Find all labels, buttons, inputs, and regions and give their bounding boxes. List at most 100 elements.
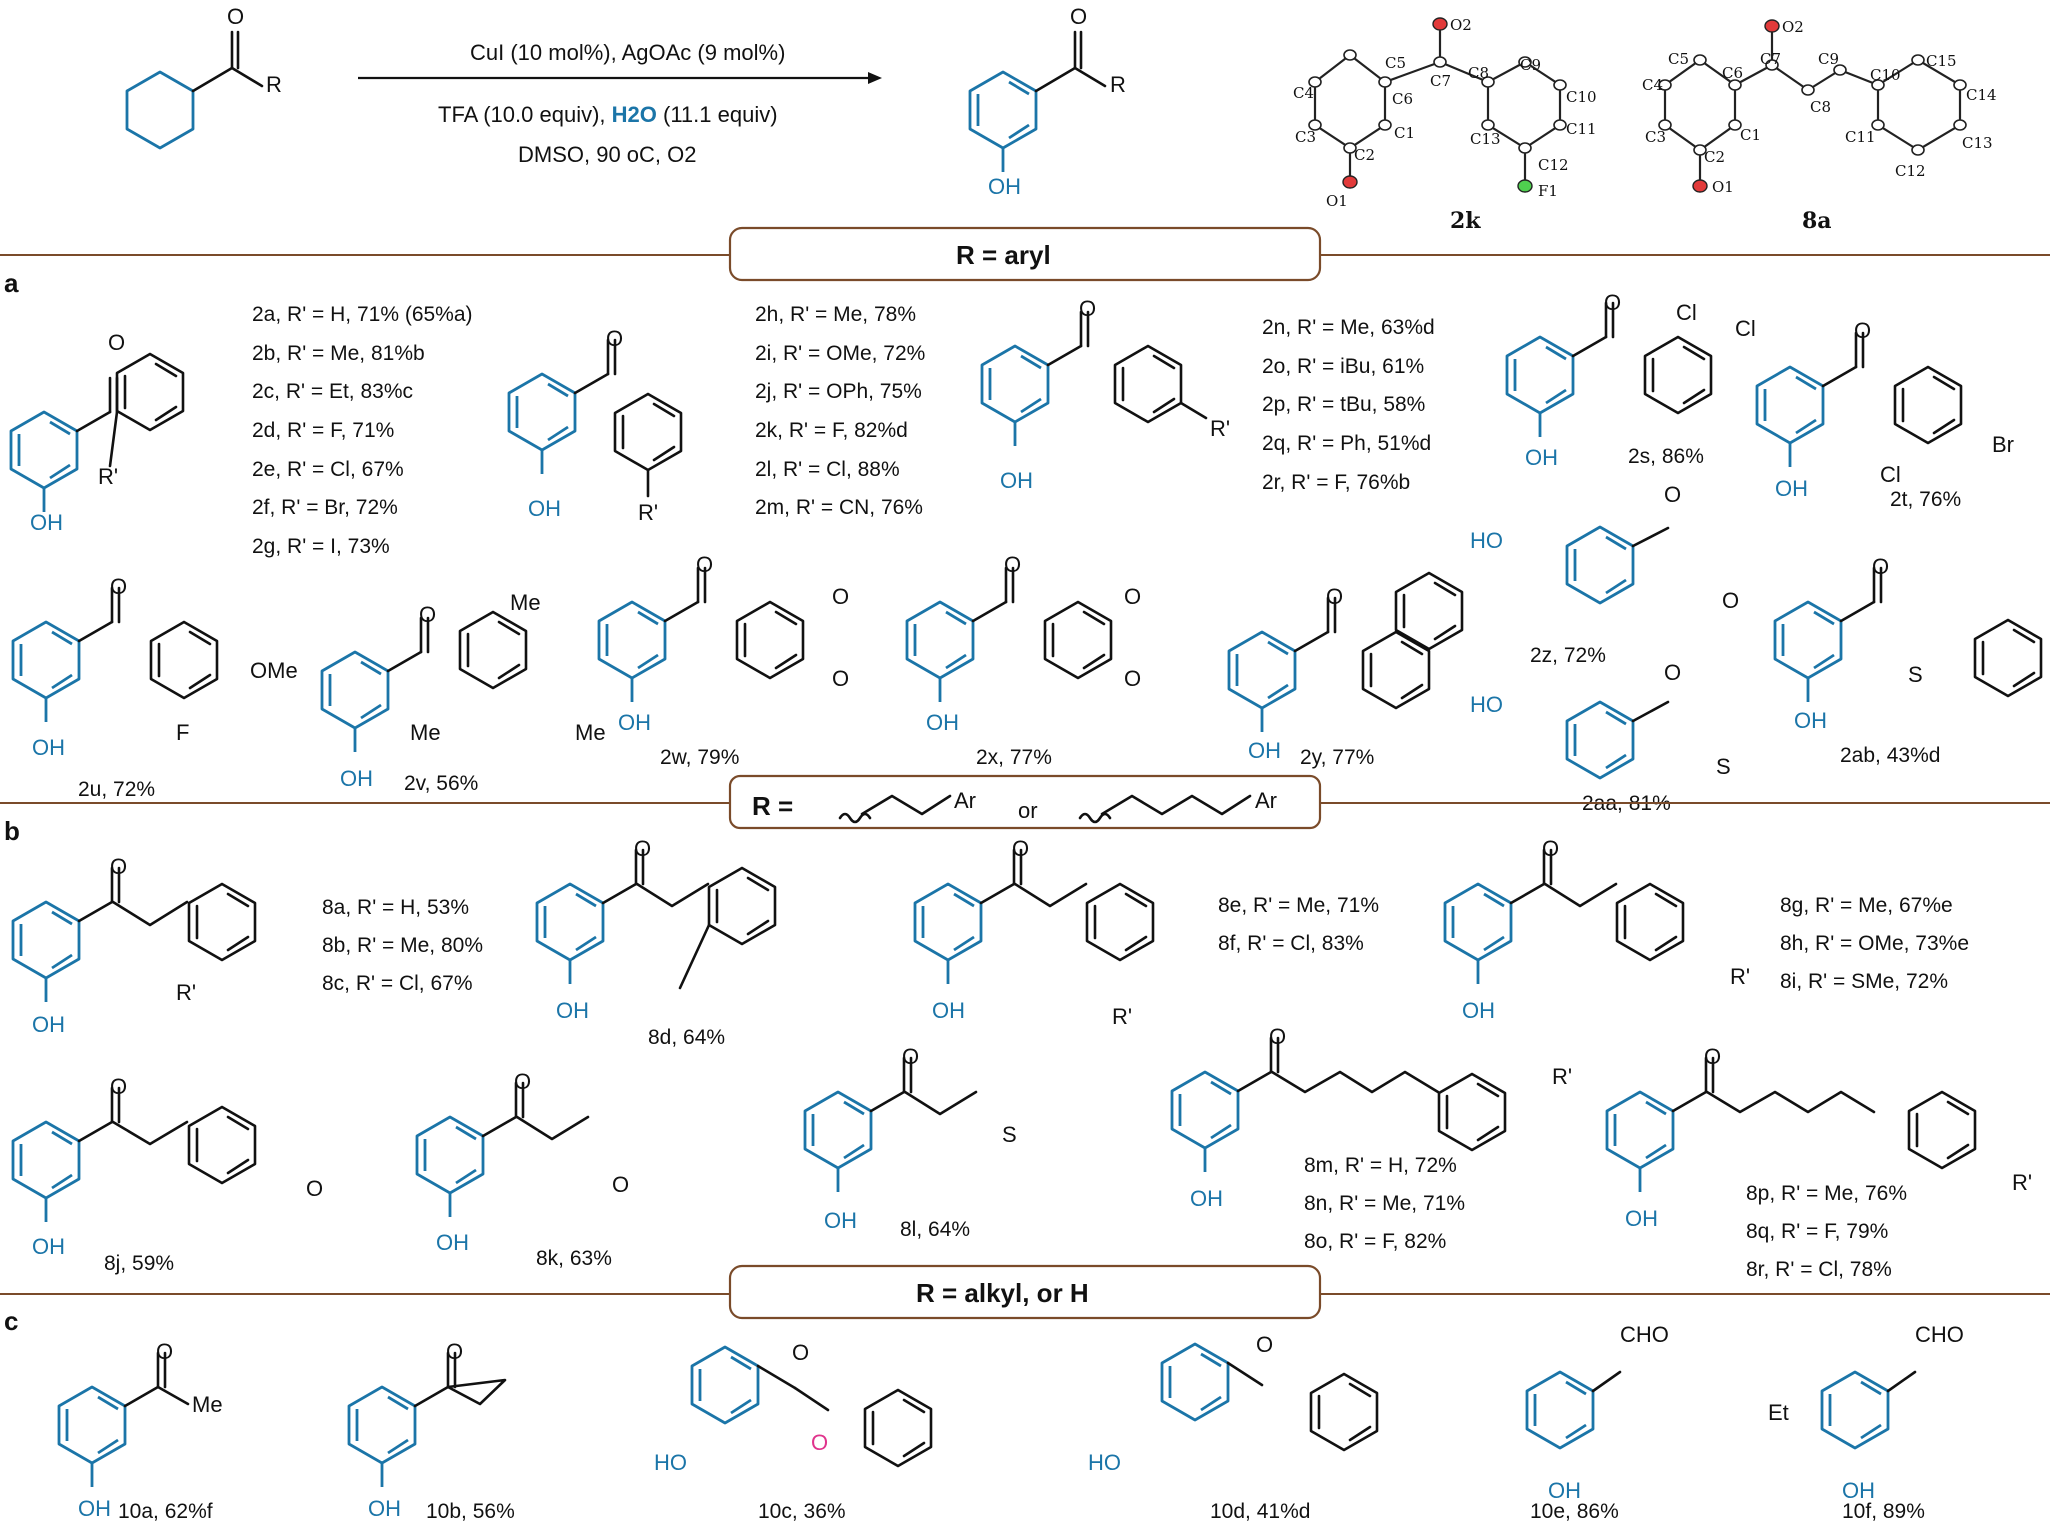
structure-2y: O OH 2y, 77% xyxy=(1229,571,1464,769)
svg-text:O: O xyxy=(156,1339,173,1364)
section-b-divider: R = Ar or Ar b xyxy=(0,774,2050,846)
svg-text:OH: OH xyxy=(1775,476,1808,501)
svg-text:OH: OH xyxy=(1000,468,1033,493)
section-a-banner: R = aryl xyxy=(956,240,1051,270)
svg-text:8o, R' = F, 82%: 8o, R' = F, 82% xyxy=(1304,1230,1446,1253)
conditions-line1: CuI (10 mol%), AgOAc (9 mol%) xyxy=(470,40,785,65)
xray-label-8a: 8a xyxy=(1802,208,1832,234)
svg-text:2i, R' = OMe, 72%: 2i, R' = OMe, 72% xyxy=(755,342,925,365)
svg-text:O: O xyxy=(832,666,849,691)
svg-text:O: O xyxy=(832,584,849,609)
svg-text:8l, 64%: 8l, 64% xyxy=(900,1218,970,1241)
svg-text:2j, R' = OPh, 75%: 2j, R' = OPh, 75% xyxy=(755,380,922,403)
svg-text:R': R' xyxy=(1210,416,1230,441)
svg-text:8i, R' = SMe, 72%: 8i, R' = SMe, 72% xyxy=(1780,970,1948,993)
reactant-R: R xyxy=(266,72,282,97)
atom-O: O xyxy=(227,4,244,29)
svg-text:2v, 56%: 2v, 56% xyxy=(404,772,478,795)
structure-8l: O S OH 8l, 64% xyxy=(805,1044,1017,1241)
structure-2z: HO O O 2z, 72% xyxy=(1470,482,1739,667)
section-a-divider: R = aryl a xyxy=(0,226,2050,298)
svg-text:R': R' xyxy=(176,980,196,1005)
structure-8j: O O OH 8j, 59% xyxy=(13,1074,323,1275)
svg-text:C9: C9 xyxy=(1520,56,1541,74)
svg-text:O: O xyxy=(811,1430,828,1455)
svg-text:OH: OH xyxy=(556,998,589,1023)
svg-text:O: O xyxy=(1124,584,1141,609)
svg-text:Ar: Ar xyxy=(1255,788,1277,813)
atom-O: O xyxy=(1070,4,1087,29)
svg-text:8d, 64%: 8d, 64% xyxy=(648,1026,725,1049)
svg-text:R': R' xyxy=(1552,1064,1572,1089)
svg-text:C6: C6 xyxy=(1722,64,1743,82)
svg-text:C14: C14 xyxy=(1966,86,1997,104)
structure-8d: O OH 8d, 64% xyxy=(537,836,777,1049)
section-c-letter: c xyxy=(4,1306,18,1336)
svg-text:OH: OH xyxy=(368,1496,401,1521)
svg-text:Cl: Cl xyxy=(1735,316,1756,341)
svg-text:2e, R' = Cl, 67%: 2e, R' = Cl, 67% xyxy=(252,458,404,481)
svg-text:2o, R' = iBu, 61%: 2o, R' = iBu, 61% xyxy=(1262,355,1424,378)
product-OH: OH xyxy=(988,174,1021,199)
svg-text:HO: HO xyxy=(654,1450,687,1475)
svg-text:2k, R' = F, 82%d: 2k, R' = F, 82%d xyxy=(755,419,908,442)
structure-2u: O OMe F OH 2u, 72% xyxy=(13,574,298,801)
section-a-letter: a xyxy=(4,268,19,298)
svg-text:O: O xyxy=(792,1340,809,1365)
svg-text:O1: O1 xyxy=(1712,178,1734,196)
svg-text:2m, R' = CN, 76%: 2m, R' = CN, 76% xyxy=(755,496,923,519)
svg-text:2a, R' = H, 71% (65%a): 2a, R' = H, 71% (65%a) xyxy=(252,303,473,326)
svg-text:HO: HO xyxy=(1470,528,1503,553)
svg-text:S: S xyxy=(1002,1122,1017,1147)
svg-text:C4: C4 xyxy=(1293,84,1314,102)
structure-10c: HO O O 10c, 36% xyxy=(654,1340,933,1523)
svg-text:or: or xyxy=(1018,798,1038,823)
svg-text:8e, R' = Me, 71%: 8e, R' = Me, 71% xyxy=(1218,894,1379,917)
svg-text:Me: Me xyxy=(192,1392,223,1417)
svg-text:2x, 77%: 2x, 77% xyxy=(976,746,1052,769)
svg-text:10d, 41%d: 10d, 41%d xyxy=(1210,1500,1310,1523)
structure-8g-8i: O R' OH 8g, R' = Me, 67%e 8h, R' = OMe, … xyxy=(1445,836,1969,1023)
structure-10d: HO O 10d, 41%d xyxy=(1088,1332,1379,1523)
svg-text:O2: O2 xyxy=(1450,16,1472,34)
svg-text:8b, R' = Me, 80%: 8b, R' = Me, 80% xyxy=(322,934,483,957)
svg-text:C15: C15 xyxy=(1926,52,1957,70)
svg-text:OH: OH xyxy=(1794,708,1827,733)
svg-text:OH: OH xyxy=(32,1012,65,1037)
svg-text:8f, R' = Cl, 83%: 8f, R' = Cl, 83% xyxy=(1218,932,1364,955)
svg-text:C8: C8 xyxy=(1810,98,1831,116)
svg-text:Ar: Ar xyxy=(954,788,976,813)
structure-10f: OH Et CHO 10f, 89% xyxy=(1768,1322,1964,1523)
svg-text:Et: Et xyxy=(1768,1400,1789,1425)
structure-2ab: O S OH 2ab, 43%d xyxy=(1775,554,2043,767)
svg-text:C5: C5 xyxy=(1385,54,1406,72)
section-c-banner: R = alkyl, or H xyxy=(916,1278,1089,1308)
svg-text:O: O xyxy=(1704,1044,1721,1069)
structure-10e: OH CHO 10e, 86% xyxy=(1525,1322,1669,1523)
svg-text:Cl: Cl xyxy=(1880,462,1901,487)
svg-text:2w, 79%: 2w, 79% xyxy=(660,746,739,769)
structure-8m-8o: O R' OH 8m, R' = H, 72% 8n, R' = Me, 71%… xyxy=(1172,1024,1572,1253)
conditions-line3: DMSO, 90 oC, O2 xyxy=(518,142,697,167)
svg-text:C2: C2 xyxy=(1354,146,1375,164)
svg-text:2h, R' = Me, 78%: 2h, R' = Me, 78% xyxy=(755,303,916,326)
svg-text:OH: OH xyxy=(1190,1186,1223,1211)
svg-text:O: O xyxy=(1722,588,1739,613)
svg-text:O: O xyxy=(108,330,125,355)
svg-text:OH: OH xyxy=(618,710,651,735)
svg-text:C1: C1 xyxy=(1394,124,1415,142)
svg-text:2f, R' = Br, 72%: 2f, R' = Br, 72% xyxy=(252,496,398,519)
svg-text:OH: OH xyxy=(1248,738,1281,763)
svg-text:2b, R' = Me, 81%b: 2b, R' = Me, 81%b xyxy=(252,342,425,365)
svg-text:OH: OH xyxy=(340,766,373,791)
structure-2a-2g: O OH R' xyxy=(11,330,185,535)
svg-text:8q, R' = F, 79%: 8q, R' = F, 79% xyxy=(1746,1220,1888,1243)
svg-text:2u, 72%: 2u, 72% xyxy=(78,778,155,801)
svg-text:OH: OH xyxy=(30,510,63,535)
svg-text:R': R' xyxy=(1730,964,1750,989)
structure-2n-2r: O R' OH xyxy=(982,296,1230,493)
scheme-product: OH O R xyxy=(968,4,1126,199)
svg-text:2r, R' = F, 76%b: 2r, R' = F, 76%b xyxy=(1262,471,1410,494)
svg-text:O1: O1 xyxy=(1326,192,1348,210)
